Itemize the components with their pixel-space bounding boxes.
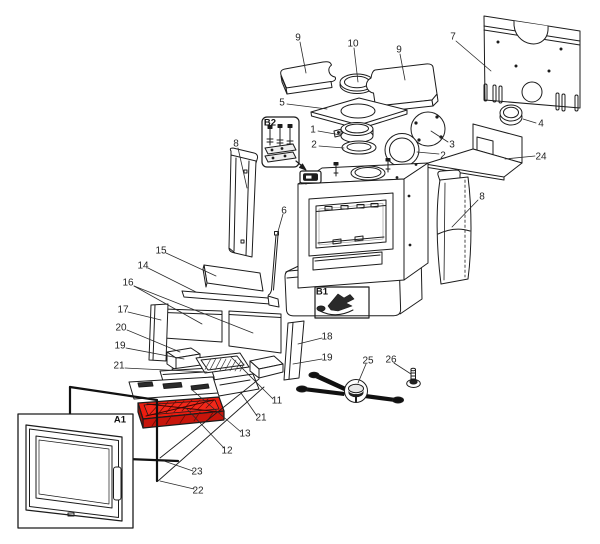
callout-part-2-ring: 2 [440, 150, 446, 162]
callout-part-11: 11 [271, 395, 283, 407]
callout-part-5: 5 [279, 97, 285, 109]
label-box-a1: A1 [113, 414, 127, 426]
part-8-side-panel-left [228, 147, 259, 258]
callout-part-17: 17 [117, 304, 129, 316]
part-3-blanking-plate [410, 111, 446, 147]
callout-part-3: 3 [449, 139, 455, 151]
part-16-lining-panel-right [228, 310, 282, 354]
callout-part-20: 20 [115, 322, 127, 334]
callout-part-9-left: 9 [295, 32, 301, 44]
callout-part-21-left: 21 [113, 360, 125, 372]
part-15-baffle-plate [202, 264, 264, 292]
part-25-pedestal-mechanism [296, 371, 404, 404]
callout-part-10: 10 [347, 38, 359, 50]
part-26-adjustable-foot [406, 367, 421, 388]
a1-door-assembly-box [17, 413, 134, 529]
callout-part-26: 26 [385, 354, 397, 366]
callout-part-8-right: 8 [479, 191, 485, 203]
part-13-slotted-plate [128, 376, 219, 400]
callout-part-22: 22 [192, 485, 204, 497]
part-17-side-strip-left [148, 303, 169, 362]
callout-part-21-right: 21 [255, 412, 267, 424]
callout-part-16: 16 [122, 277, 134, 289]
callout-part-13: 13 [239, 428, 251, 440]
callout-part-19-right: 19 [321, 352, 333, 364]
callout-part-19-left: 19 [114, 340, 126, 352]
b1-grate-lever-box [314, 286, 370, 319]
part-2-gasket-ring [341, 140, 377, 155]
part-7-rear-panel [483, 15, 581, 112]
callout-part-25: 25 [362, 355, 374, 367]
part-19-lining-brick-right [249, 355, 284, 379]
part-14-log-guard-bar [181, 290, 280, 308]
part-18-side-strip-right [283, 320, 305, 381]
label-box-b1: B1 [315, 286, 329, 298]
part-6-rod [268, 231, 279, 296]
part-9-top-plate-left [280, 61, 337, 95]
part-12-ash-pan-highlighted [137, 396, 225, 429]
part-2-large-ring [384, 133, 420, 167]
callout-part-9-right: 9 [396, 44, 402, 56]
callout-part-14: 14 [137, 260, 149, 272]
callout-part-15: 15 [155, 245, 167, 257]
callout-part-12: 12 [221, 445, 233, 457]
callout-part-23: 23 [191, 466, 203, 478]
part-1-flue-collar [333, 122, 374, 143]
callout-part-4: 4 [538, 118, 544, 130]
callout-part-8-left: 8 [233, 138, 239, 150]
stove-top-badge [299, 170, 322, 184]
callout-part-7: 7 [450, 31, 456, 43]
b2-fastener-kit-box [261, 116, 307, 171]
part-8-side-panel-right [436, 169, 472, 285]
part-16-lining-panel-left [163, 308, 223, 343]
callout-part-1: 1 [310, 124, 316, 136]
leader-lines [124, 40, 537, 490]
part-11-grate-frame [195, 352, 250, 374]
callout-part-2-top: 2 [311, 139, 317, 151]
label-box-b2: B2 [263, 117, 277, 129]
callout-part-18: 18 [321, 331, 333, 343]
callout-part-24: 24 [535, 151, 547, 163]
stove-body [297, 158, 429, 289]
callout-part-6: 6 [281, 205, 287, 217]
part-4-rear-collar [499, 104, 523, 126]
